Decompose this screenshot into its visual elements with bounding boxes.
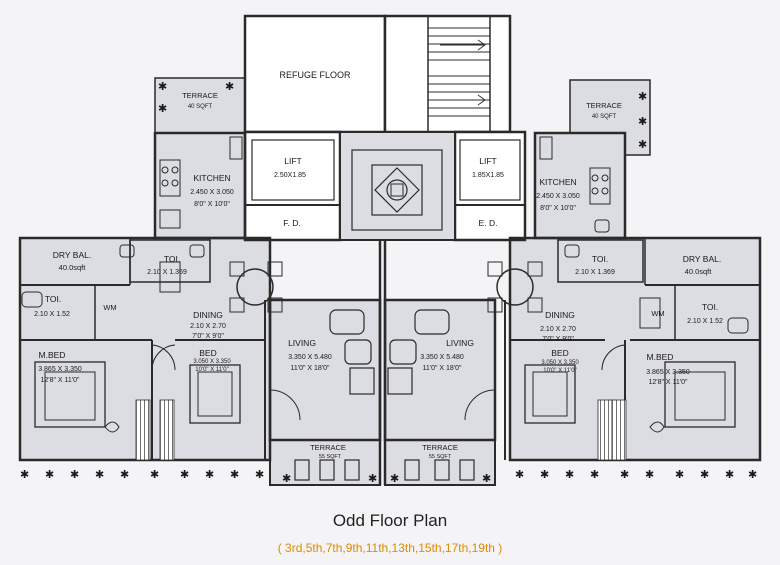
svg-text:✱: ✱: [748, 469, 757, 481]
label-terrace-tr: TERRACE: [586, 101, 622, 110]
label-wm-right: WM: [651, 309, 664, 318]
label-mbed-right: M.BED: [647, 352, 674, 362]
label-bed-right-m: 3.050 X 3.350: [541, 360, 579, 366]
svg-text:✱: ✱: [225, 81, 234, 93]
label-drybal-right: DRY BAL.: [683, 254, 721, 264]
plan-title: Odd Floor Plan: [332, 511, 448, 530]
svg-text:✱: ✱: [255, 469, 264, 481]
svg-text:✱: ✱: [282, 473, 291, 485]
svg-text:✱: ✱: [70, 469, 79, 481]
label-bed-left-m: 3.050 X 3.350: [193, 359, 231, 365]
label-mbed-left: M.BED: [39, 350, 66, 360]
label-lift-left-size: 2.50X1.85: [274, 172, 306, 179]
label-toi-a-left-size: 2.10 X 1.369: [147, 269, 187, 276]
label-terrace-br: TERRACE: [422, 443, 458, 452]
label-living-right-ft: 11'0" X 18'0": [422, 365, 462, 372]
label-kitchen-right-m: 2.450 X 3.050: [536, 193, 580, 200]
svg-text:✱: ✱: [150, 469, 159, 481]
label-dining-right-ft: 7'0" X 9'0": [542, 336, 574, 343]
floor-list: ( 3rd,5th,7th,9th,11th,13th,15th,17th,19…: [277, 541, 503, 555]
label-terrace-tr-area: 40 SQFT: [592, 114, 617, 120]
label-bed-right: BED: [551, 348, 568, 358]
svg-text:✱: ✱: [638, 116, 647, 128]
right-unit-walls: [383, 79, 762, 486]
label-drybal-right-area: 40.0sqft: [685, 267, 713, 276]
svg-text:✱: ✱: [540, 469, 549, 481]
label-terrace-bl: TERRACE: [310, 443, 346, 452]
label-dining-right: DINING: [545, 310, 575, 320]
svg-text:✱: ✱: [95, 469, 104, 481]
label-bed-left-ft: 10'0" X 11'0": [195, 367, 228, 373]
label-dining-right-m: 2.10 X 2.70: [540, 326, 576, 333]
floor-plan-drawing: ✱✱✱ ✱✱✱ ✱✱✱ ✱✱✱ ✱✱✱ ✱✱✱ ✱✱ ✱✱✱ ✱✱✱ ✱✱ ✱✱…: [18, 14, 762, 486]
room-labels: REFUGE FLOOR TERRACE 40 SQFT TERRACE 40 …: [34, 70, 723, 460]
right-hatched-walls: [597, 399, 627, 461]
svg-text:✱: ✱: [20, 469, 29, 481]
label-dining-left: DINING: [193, 310, 223, 320]
svg-text:✱: ✱: [620, 469, 629, 481]
label-kitchen-left-ft: 8'0" X 10'0": [194, 201, 230, 208]
label-toi-a-left: TOI.: [164, 254, 180, 264]
label-wm-left: WM: [103, 303, 116, 312]
label-toi-b-left: TOI.: [45, 294, 61, 304]
label-mbed-right-m: 3.865 X 3.350: [646, 369, 690, 376]
svg-text:✱: ✱: [158, 103, 167, 115]
svg-text:✱: ✱: [45, 469, 54, 481]
label-drybal-left: DRY BAL.: [53, 250, 91, 260]
label-mbed-left-ft: 12'8" X 11'0": [40, 377, 80, 384]
label-mbed-right-ft: 12'8" X 11'0": [648, 379, 688, 386]
label-kitchen-left-m: 2.450 X 3.050: [190, 189, 234, 196]
svg-text:✱: ✱: [230, 469, 239, 481]
label-bed-right-ft: 10'0" X 11'0": [543, 368, 576, 374]
svg-text:✱: ✱: [638, 91, 647, 103]
label-terrace-br-area: 55 SQFT: [429, 454, 452, 460]
svg-text:✱: ✱: [590, 469, 599, 481]
svg-text:✱: ✱: [515, 469, 524, 481]
svg-text:✱: ✱: [390, 473, 399, 485]
label-terrace-bl-area: 55 SQFT: [319, 454, 342, 460]
label-fd: F. D.: [283, 218, 300, 228]
svg-text:✱: ✱: [158, 81, 167, 93]
svg-text:✱: ✱: [482, 473, 491, 485]
svg-text:✱: ✱: [675, 469, 684, 481]
label-lift-left: LIFT: [284, 156, 301, 166]
label-toi-a-right-size: 2.10 X 1.369: [575, 269, 615, 276]
label-mbed-left-m: 3.865 X 3.350: [38, 366, 82, 373]
svg-text:✱: ✱: [565, 469, 574, 481]
svg-text:✱: ✱: [638, 139, 647, 151]
label-living-left-m: 3.350 X 5.480: [288, 354, 332, 361]
label-toi-a-right: TOI.: [592, 254, 608, 264]
left-hatched-walls: [135, 399, 175, 461]
label-living-right-m: 3.350 X 5.480: [420, 354, 464, 361]
svg-text:✱: ✱: [205, 469, 214, 481]
label-lift-right-size: 1.85X1.85: [472, 172, 504, 179]
label-dining-left-m: 2.10 X 2.70: [190, 323, 226, 330]
svg-text:✱: ✱: [120, 469, 129, 481]
label-terrace-tl-area: 40 SQFT: [188, 104, 213, 110]
label-toi-b-right-size: 2.10 X 1.52: [687, 318, 723, 325]
label-drybal-left-area: 40.0sqft: [59, 263, 87, 272]
label-kitchen-right-ft: 8'0" X 10'0": [540, 205, 576, 212]
label-living-left: LIVING: [288, 338, 316, 348]
label-bed-left: BED: [199, 348, 216, 358]
svg-text:✱: ✱: [180, 469, 189, 481]
label-terrace-tl: TERRACE: [182, 91, 218, 100]
label-living-left-ft: 11'0" X 18'0": [290, 365, 330, 372]
svg-text:✱: ✱: [700, 469, 709, 481]
label-ed: E. D.: [479, 218, 498, 228]
svg-text:✱: ✱: [725, 469, 734, 481]
label-kitchen-right: KITCHEN: [539, 177, 576, 187]
label-kitchen-left: KITCHEN: [193, 173, 230, 183]
label-toi-b-left-size: 2.10 X 1.52: [34, 311, 70, 318]
planter-icons: ✱ ✱ ✱ ✱ ✱ ✱ ✱ ✱ ✱ ✱ ✱ ✱ ✱ ✱ ✱ ✱ ✱ ✱ ✱ ✱ ✱ ✱ ✱ ✱ ✱ ✱ ✱ ✱ ✱ ✱: [20, 81, 757, 485]
core-block: [243, 14, 527, 242]
label-dining-left-ft: 7'0" X 9'0": [192, 333, 224, 340]
label-toi-b-right: TOI.: [702, 302, 718, 312]
svg-text:✱: ✱: [368, 473, 377, 485]
label-lift-right: LIFT: [479, 156, 496, 166]
label-living-right: LIVING: [446, 338, 474, 348]
svg-text:✱: ✱: [645, 469, 654, 481]
label-refuge-floor: REFUGE FLOOR: [279, 70, 351, 80]
